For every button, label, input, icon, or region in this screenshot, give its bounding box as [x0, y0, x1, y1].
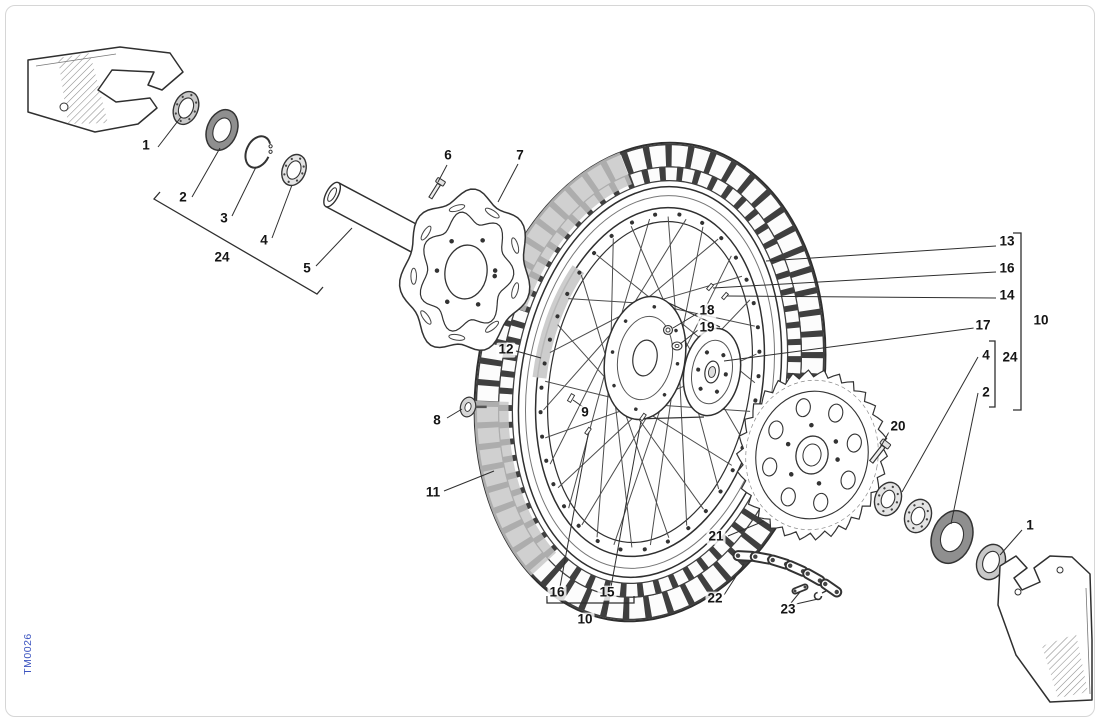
- callout-7: 7: [514, 147, 526, 164]
- callout-6: 6: [442, 147, 454, 164]
- swingarm-top-left: [27, 46, 184, 133]
- cap-8: [459, 396, 487, 418]
- callout-9: 9: [579, 404, 591, 421]
- bearing-4-right: [873, 481, 903, 517]
- callout-13: 13: [997, 233, 1017, 250]
- callout-4-left: 4: [258, 232, 270, 249]
- callout-12: 12: [496, 341, 516, 358]
- seal-2: [205, 108, 239, 152]
- sprocket-21: [735, 369, 889, 541]
- bearing-4b-right: [903, 498, 933, 534]
- callout-22: 22: [705, 590, 725, 607]
- callout-2-left: 2: [177, 189, 189, 206]
- callout-16-bottom: 16: [547, 584, 567, 601]
- ring-1-right: [975, 543, 1007, 581]
- callout-1-left: 1: [140, 137, 152, 154]
- callout-8: 8: [431, 412, 443, 429]
- callout-17: 17: [973, 317, 993, 334]
- callout-19: 19: [697, 319, 717, 336]
- callout-3: 3: [218, 210, 230, 227]
- sprocket-cutouts: [762, 398, 862, 512]
- rim-band-12: [532, 265, 585, 379]
- leader-lines: [157, 116, 1023, 605]
- bracket-24-left: [152, 191, 324, 295]
- callout-2-right: 2: [980, 384, 992, 401]
- bolt-6: [428, 177, 446, 200]
- spoke-nipples: [538, 211, 762, 553]
- callout-4-right: 4: [980, 347, 992, 364]
- callout-1-right: 1: [1024, 517, 1036, 534]
- washer-19: [671, 341, 683, 351]
- brake-disc-7: [398, 188, 531, 351]
- callout-21: 21: [706, 528, 726, 545]
- spoke-nipple-marks: [566, 282, 730, 436]
- rotor-slots: [410, 204, 520, 341]
- callout-23: 23: [778, 601, 798, 618]
- chain-joint-23: [791, 583, 827, 601]
- bolt-20: [868, 438, 892, 464]
- callout-20: 20: [888, 418, 908, 435]
- group-brackets: [152, 191, 1022, 604]
- swingarm-bottom-right: [997, 555, 1093, 703]
- nipple-9: [566, 393, 576, 403]
- callout-16-right: 16: [997, 260, 1017, 277]
- bearing-1: [172, 90, 200, 126]
- callout-18: 18: [697, 302, 717, 319]
- rim-band-11: [474, 400, 557, 576]
- callout-5: 5: [301, 260, 313, 277]
- drawing-code: TM0026: [22, 633, 34, 675]
- bracket-24-right: [989, 340, 996, 408]
- nut-18: [662, 324, 674, 336]
- callout-10-bottom: 10: [575, 611, 595, 628]
- bearing-4: [281, 153, 307, 187]
- chain-22: [732, 550, 843, 598]
- bracket-10-bottom: [546, 596, 635, 604]
- callout-15: 15: [597, 584, 617, 601]
- bracket-10-right: [1013, 232, 1022, 411]
- callout-14: 14: [997, 287, 1017, 304]
- circlip-3: [244, 135, 273, 169]
- callout-11: 11: [423, 484, 443, 501]
- callout-10-right: 10: [1031, 312, 1051, 329]
- callout-24-right: 24: [1000, 349, 1020, 366]
- seal-2-right: [930, 509, 974, 565]
- callout-24-left: 24: [212, 249, 232, 266]
